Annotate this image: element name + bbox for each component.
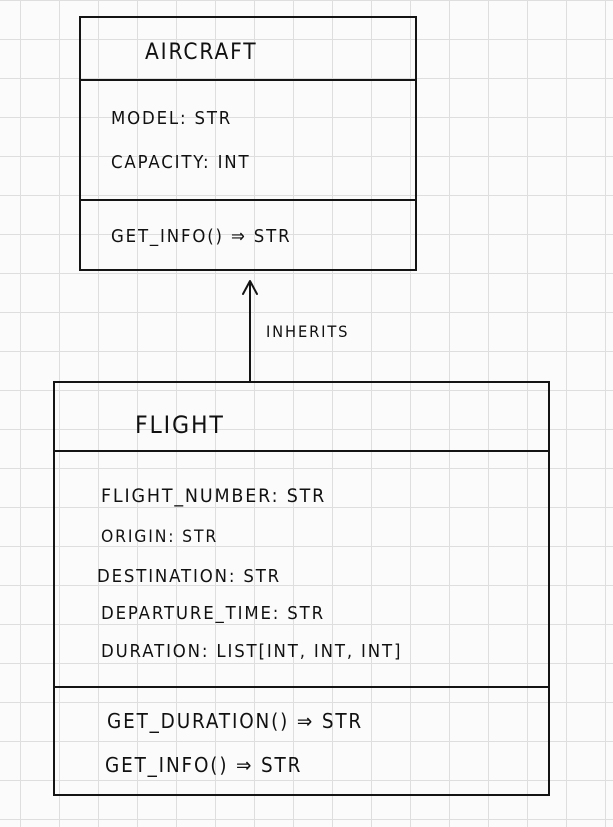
attribute-model: MODEL: STR bbox=[111, 108, 233, 129]
class-name-aircraft: AIRCRAFT bbox=[145, 40, 258, 65]
arrow-head bbox=[242, 280, 258, 295]
attribute-flight-number: FLIGHT_NUMBER: STR bbox=[101, 485, 327, 507]
attribute-capacity: CAPACITY: INT bbox=[111, 152, 251, 173]
attribute-destination: DESTINATION: STR bbox=[97, 566, 281, 587]
class-name-flight: FLIGHT bbox=[135, 411, 225, 439]
attribute-origin: ORIGIN: STR bbox=[101, 527, 219, 547]
class-divider bbox=[79, 199, 417, 201]
relationship-label: INHERITS bbox=[266, 322, 350, 341]
class-box-flight: FLIGHT FLIGHT_NUMBER: STR ORIGIN: STR DE… bbox=[53, 381, 550, 796]
attribute-departure-time: DEPARTURE_TIME: STR bbox=[101, 603, 325, 624]
attribute-duration: DURATION: LIST[INT, INT, INT] bbox=[101, 641, 403, 662]
class-divider bbox=[53, 450, 550, 452]
class-divider bbox=[79, 79, 417, 81]
method-get-duration: GET_DURATION() ⇒ STR bbox=[107, 709, 364, 733]
method-get-info: GET_INFO() ⇒ STR bbox=[111, 226, 292, 247]
class-box-aircraft: AIRCRAFT MODEL: STR CAPACITY: INT GET_IN… bbox=[79, 16, 417, 271]
method-get-info: GET_INFO() ⇒ STR bbox=[105, 753, 303, 777]
class-divider bbox=[53, 686, 550, 688]
